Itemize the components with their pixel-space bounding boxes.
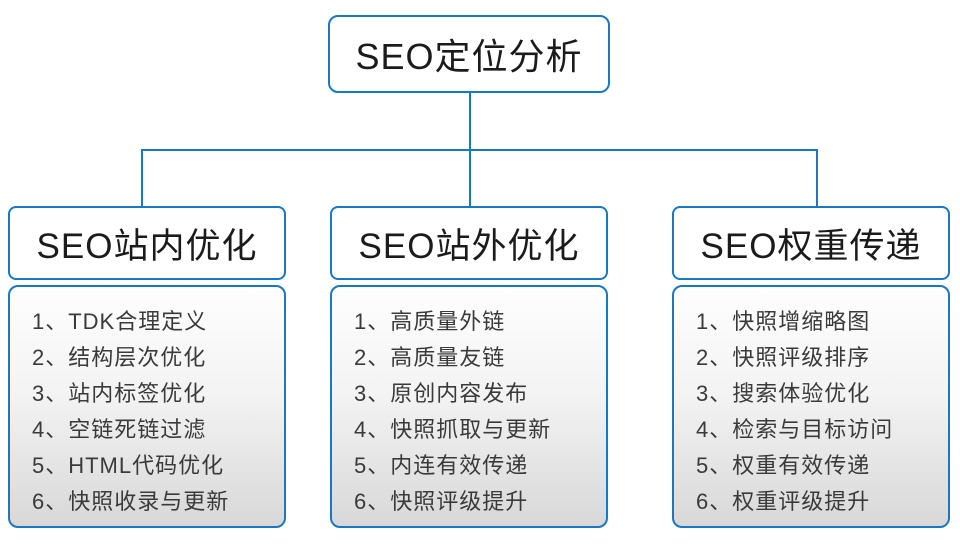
connector-drop-center	[469, 150, 471, 207]
list-item: 1、TDK合理定义	[32, 309, 208, 334]
column-header-weight: SEO权重传递	[672, 206, 950, 280]
column-list-weight: 1、快照增缩略图 2、快照评级排序 3、搜索体验优化 4、检索与目标访问 5、权…	[672, 285, 950, 528]
connector-root-drop	[469, 93, 471, 151]
list-item: 2、快照评级排序	[696, 345, 871, 370]
connector-horizontal-rail	[141, 149, 818, 151]
column-header-offsite: SEO站外优化	[330, 206, 608, 280]
root-node-seo-positioning: SEO定位分析	[328, 15, 610, 93]
list-item: 3、原创内容发布	[354, 381, 529, 406]
column-header-onsite: SEO站内优化	[8, 206, 286, 280]
list-item: 5、权重有效传递	[696, 453, 871, 478]
list-item: 4、空链死链过滤	[32, 417, 207, 442]
list-item: 2、结构层次优化	[32, 345, 207, 370]
connector-drop-right	[816, 150, 818, 207]
column-weight-transfer: SEO权重传递 1、快照增缩略图 2、快照评级排序 3、搜索体验优化 4、检索与…	[672, 206, 950, 528]
list-item: 3、搜索体验优化	[696, 381, 871, 406]
list-item: 3、站内标签优化	[32, 381, 207, 406]
column-list-onsite: 1、TDK合理定义 2、结构层次优化 3、站内标签优化 4、空链死链过滤 5、H…	[8, 285, 286, 528]
list-item: 4、检索与目标访问	[696, 417, 894, 442]
list-item: 4、快照抓取与更新	[354, 417, 552, 442]
list-item: 5、内连有效传递	[354, 453, 529, 478]
column-offsite-optimization: SEO站外优化 1、高质量外链 2、高质量友链 3、原创内容发布 4、快照抓取与…	[330, 206, 608, 528]
list-item: 5、HTML代码优化	[32, 453, 225, 478]
list-item: 6、快照评级提升	[354, 489, 529, 514]
list-item: 2、高质量友链	[354, 345, 506, 370]
list-item: 6、权重评级提升	[696, 489, 871, 514]
list-item: 1、高质量外链	[354, 309, 506, 334]
column-list-offsite: 1、高质量外链 2、高质量友链 3、原创内容发布 4、快照抓取与更新 5、内连有…	[330, 285, 608, 528]
list-item: 1、快照增缩略图	[696, 309, 871, 334]
column-onsite-optimization: SEO站内优化 1、TDK合理定义 2、结构层次优化 3、站内标签优化 4、空链…	[8, 206, 286, 528]
list-item: 6、快照收录与更新	[32, 489, 230, 514]
connector-drop-left	[141, 150, 143, 207]
